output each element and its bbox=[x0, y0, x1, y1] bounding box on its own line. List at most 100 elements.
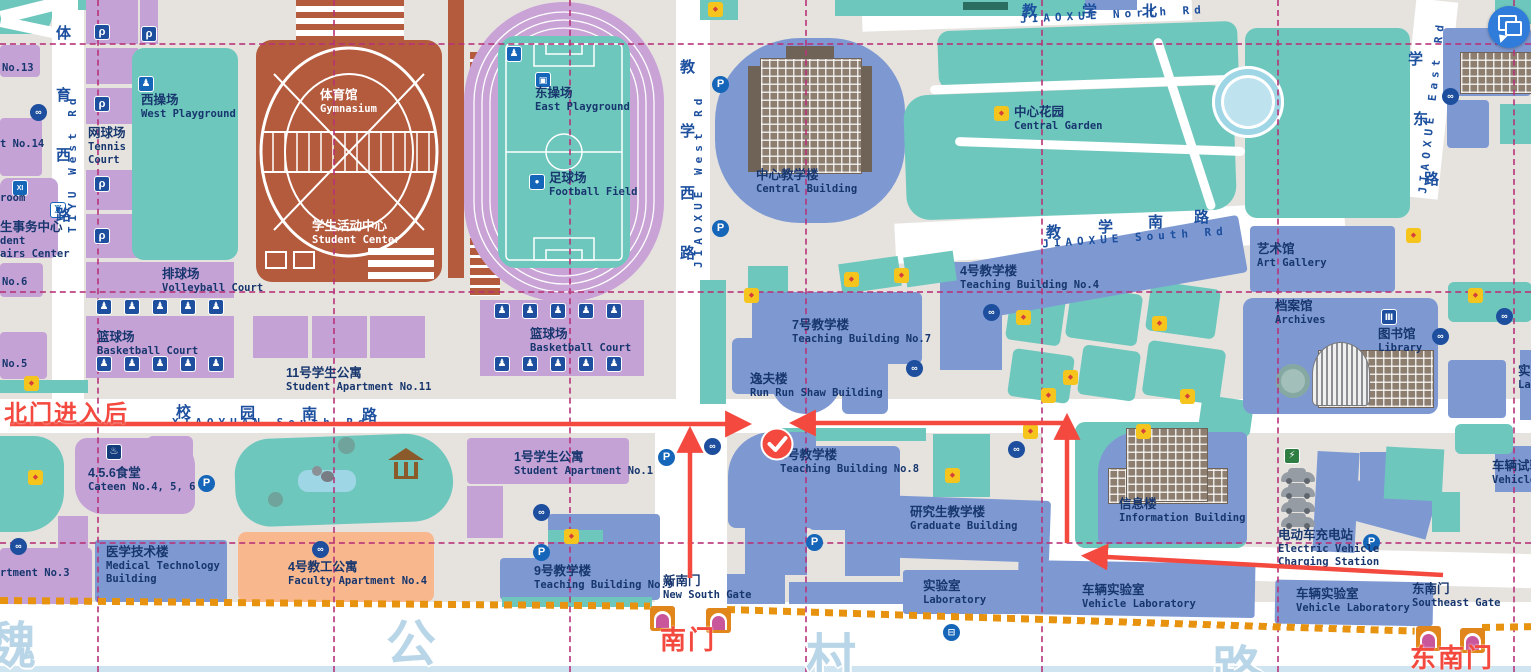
sport-icon: ♟ bbox=[152, 356, 168, 372]
p-icon: P bbox=[533, 544, 550, 561]
tennis-icon: ρ bbox=[141, 26, 157, 42]
grid-line bbox=[0, 291, 1531, 293]
sport-icon: ♟ bbox=[180, 299, 196, 315]
map-zone bbox=[727, 574, 785, 604]
grid-line bbox=[569, 0, 571, 672]
map-label: rtment No.3 bbox=[0, 567, 70, 579]
gate-icon bbox=[1460, 628, 1485, 653]
grid-line bbox=[1277, 0, 1279, 672]
road-name-char: 西 bbox=[680, 185, 696, 202]
road-name-char: 西 bbox=[56, 147, 72, 164]
road-name-letters: TIYU West Rd bbox=[66, 93, 79, 233]
grid-line bbox=[0, 542, 1531, 544]
grid-line bbox=[97, 0, 99, 672]
grid-line bbox=[0, 43, 1531, 45]
sport-icon: ♟ bbox=[606, 356, 622, 372]
sport-icon: ♟ bbox=[124, 299, 140, 315]
bus-icon: ⊟ bbox=[943, 624, 960, 641]
southeast-gate-red-label: 东南门 bbox=[1410, 643, 1495, 672]
bike-icon: ∞ bbox=[312, 541, 329, 558]
laboratory bbox=[903, 570, 1021, 614]
bike-icon: ∞ bbox=[30, 104, 47, 121]
map-label: t No.14 bbox=[0, 138, 45, 150]
map-zone bbox=[0, 666, 1531, 672]
tennis-icon: ρ bbox=[94, 24, 110, 40]
map-label: No.13 bbox=[2, 62, 34, 74]
map-zone bbox=[789, 582, 913, 604]
road-name-char: 南 bbox=[1148, 214, 1164, 231]
tennis-icon: ρ bbox=[94, 228, 110, 244]
apartment-no14 bbox=[0, 118, 42, 176]
runner-icon: ♟ bbox=[138, 76, 154, 92]
garden-icon: ◆ bbox=[1063, 370, 1078, 385]
football-icon: ● bbox=[529, 174, 545, 190]
garden-icon: ◆ bbox=[1023, 424, 1038, 439]
map-zone bbox=[467, 486, 503, 538]
sport-icon: ♟ bbox=[208, 356, 224, 372]
offcampus-road-char: 魏 bbox=[0, 618, 36, 672]
art-gallery bbox=[1250, 226, 1395, 292]
road-name-char: 路 bbox=[362, 407, 378, 424]
map-zone bbox=[1281, 369, 1305, 393]
offcampus-road-char: 村 bbox=[806, 630, 856, 672]
bike-icon: ∞ bbox=[533, 504, 550, 521]
garden-icon: ◆ bbox=[1016, 310, 1031, 325]
library-icon: Ⅲ bbox=[1381, 309, 1397, 325]
road-name-char: 校 bbox=[176, 404, 192, 421]
grid-line bbox=[1041, 0, 1043, 672]
sport-icon: ♟ bbox=[578, 303, 594, 319]
road-name-char: 园 bbox=[240, 405, 256, 422]
bike-icon: ∞ bbox=[1432, 328, 1449, 345]
apartment-no3 bbox=[0, 548, 92, 604]
gate-icon bbox=[650, 606, 675, 631]
p-icon: P bbox=[658, 449, 675, 466]
garden-icon: ◆ bbox=[994, 106, 1009, 121]
student-affairs-center bbox=[0, 178, 58, 258]
road-name-char: 路 bbox=[680, 245, 696, 262]
map-zone bbox=[842, 352, 888, 414]
garden-icon: ◆ bbox=[1041, 388, 1056, 403]
road-name-letters: XIAOYUAN South Rd bbox=[172, 416, 370, 429]
sport-icon: ♟ bbox=[208, 299, 224, 315]
map-zone bbox=[1085, 0, 1137, 10]
gate-icon bbox=[1416, 626, 1441, 651]
map-zone bbox=[1520, 350, 1531, 420]
car-icon bbox=[1281, 468, 1315, 484]
apartment-no13 bbox=[0, 45, 40, 77]
sport-icon: ♟ bbox=[96, 356, 112, 372]
bike-icon: ∞ bbox=[906, 360, 923, 377]
sport-icon: ♟ bbox=[96, 299, 112, 315]
garden-icon: ◆ bbox=[894, 268, 909, 283]
map-label: room bbox=[0, 192, 26, 204]
garden-icon: ◆ bbox=[1136, 424, 1151, 439]
road-name-char: 学 bbox=[1098, 219, 1114, 236]
tennis-icon: ρ bbox=[94, 176, 110, 192]
road-name-char: 路 bbox=[56, 207, 72, 224]
map-zone bbox=[1076, 344, 1142, 402]
gymnasium-area bbox=[256, 40, 446, 290]
map-zone bbox=[312, 316, 367, 358]
student-apartment-1 bbox=[467, 438, 629, 484]
xi-icon: XI bbox=[12, 180, 28, 196]
map-zone bbox=[1432, 492, 1460, 532]
bike-icon: ∞ bbox=[983, 304, 1000, 321]
road-name-char: 路 bbox=[1424, 171, 1440, 188]
route-note-after-north-gate: 北门进入后 bbox=[4, 400, 129, 426]
central-building-illustration bbox=[760, 58, 862, 174]
garden-icon: ◆ bbox=[24, 376, 39, 391]
indoor-map-toggle-button[interactable] bbox=[1488, 6, 1530, 48]
map-zone bbox=[338, 437, 355, 454]
